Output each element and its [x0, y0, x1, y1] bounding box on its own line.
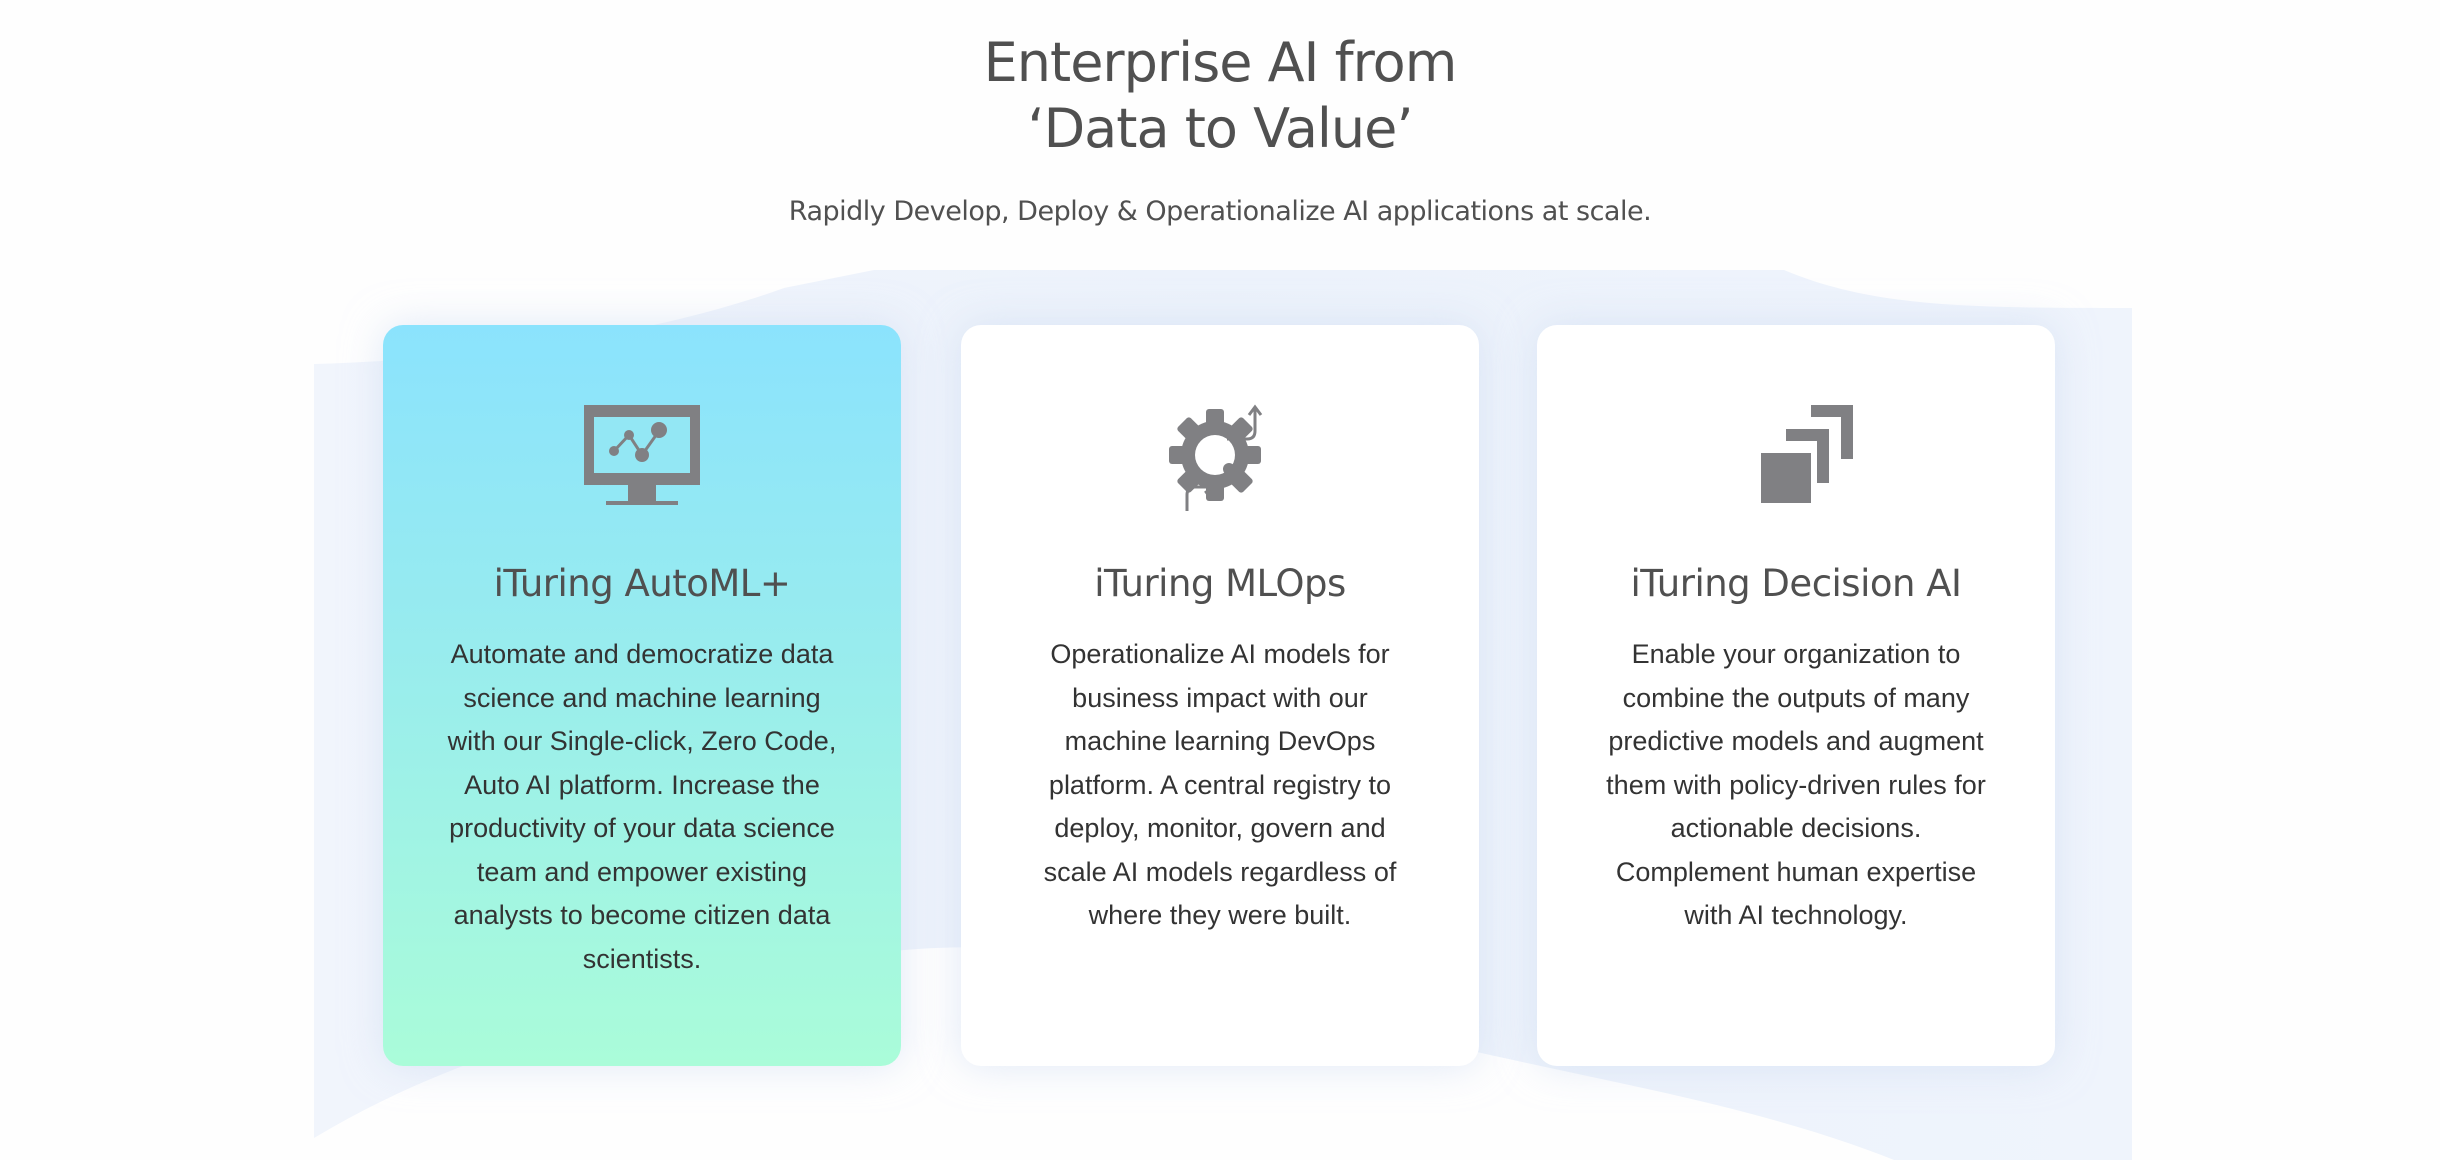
page-subtitle: Rapidly Develop, Deploy & Operationalize…: [788, 196, 1652, 227]
product-description: Automate and democratize data science an…: [447, 639, 837, 974]
page-title: Enterprise AI from ‘Data to Value’: [0, 30, 2440, 162]
monitor-chart-icon: [577, 403, 707, 513]
page-title-line-2: ‘Data to Value’: [1027, 97, 1413, 160]
product-description: Operationalize AI models for business im…: [1043, 639, 1397, 930]
product-card-automl[interactable]: iTuring AutoML+ Automate and democratize…: [383, 325, 901, 1066]
product-card-mlops[interactable]: iTuring MLOps Operationalize AI models f…: [961, 325, 1479, 1066]
product-name: iTuring AutoML+: [493, 562, 791, 605]
product-card-decision-ai[interactable]: iTuring Decision AI Enable your organiza…: [1537, 325, 2055, 1066]
page-title-line-1: Enterprise AI from: [983, 31, 1458, 94]
gear-arrows-icon: [1155, 403, 1285, 513]
stacked-layers-icon: [1731, 403, 1861, 513]
product-name: iTuring Decision AI: [1630, 562, 1962, 605]
product-description: Enable your organization to combine the …: [1606, 639, 1986, 930]
product-name: iTuring MLOps: [1094, 562, 1346, 605]
